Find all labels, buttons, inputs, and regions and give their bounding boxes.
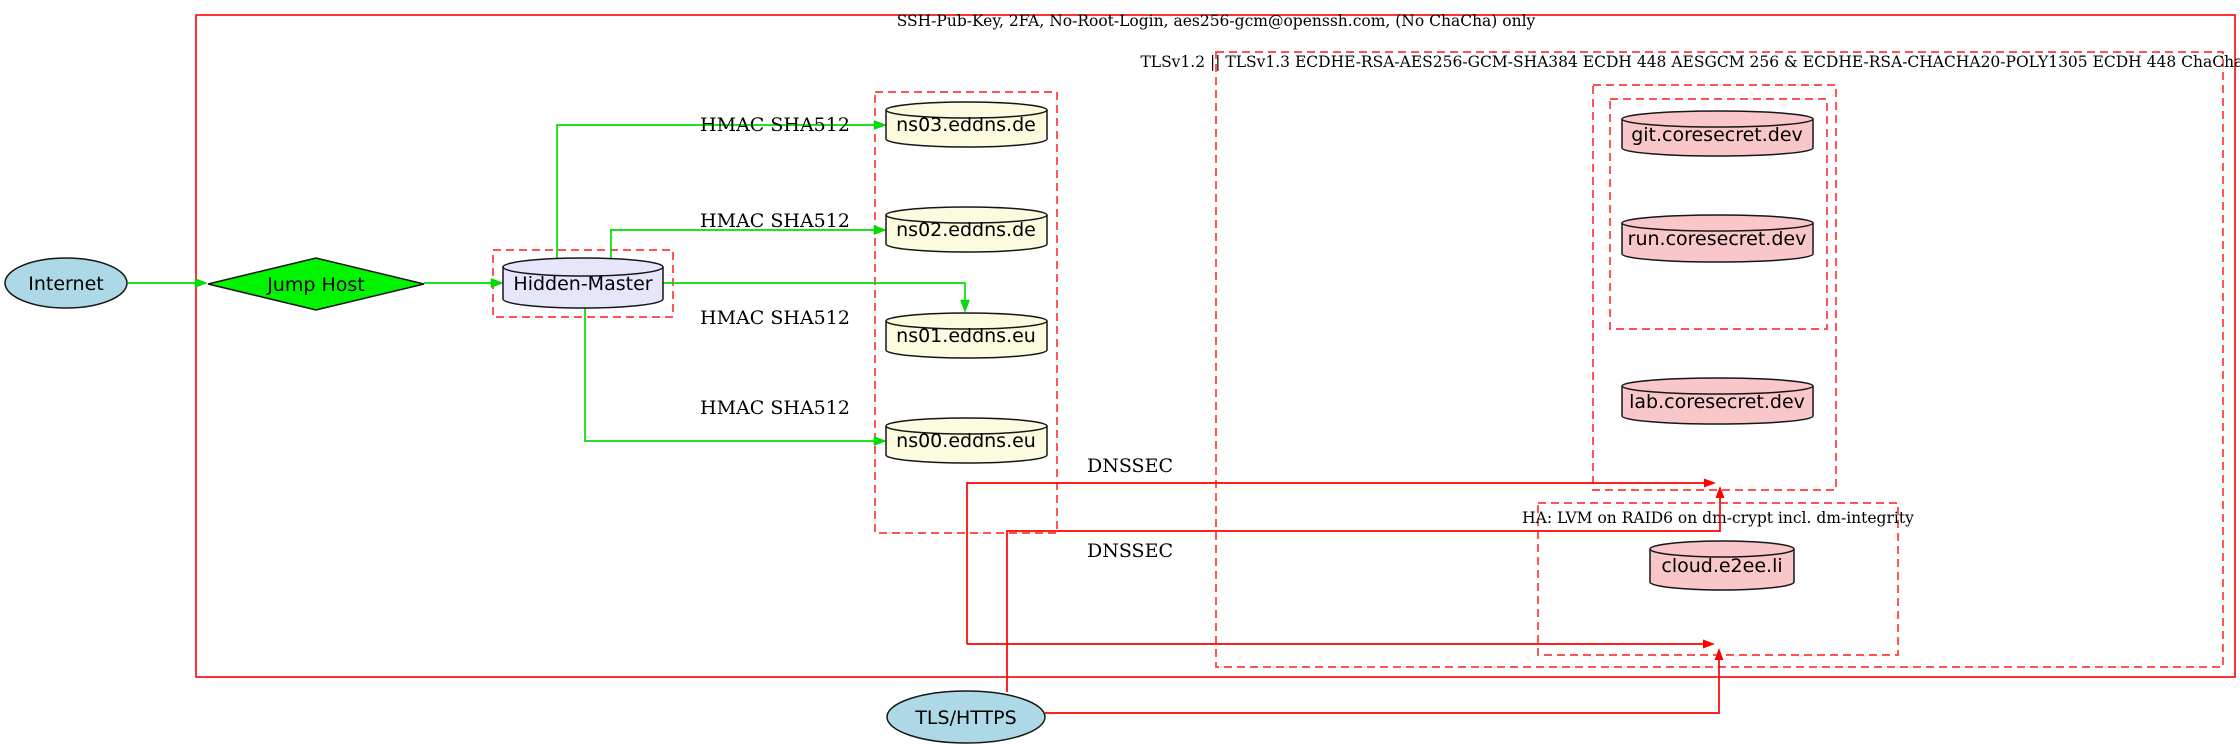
- node-internet-label: Internet: [28, 273, 103, 295]
- arrowhead-right-icon: [873, 120, 887, 130]
- arrowhead-right-icon: [194, 278, 208, 288]
- node-git-label: git.coresecret.dev: [1631, 124, 1803, 146]
- arrowhead-down-icon: [960, 299, 970, 313]
- node-hidden-master: Hidden-Master: [502, 257, 664, 309]
- node-tls-https-label: TLS/HTTPS: [914, 707, 1016, 729]
- node-jump-host-label: Jump Host: [266, 274, 365, 296]
- arrowhead-right-icon: [873, 225, 887, 235]
- node-ns00: ns00.eddns.eu: [885, 417, 1048, 464]
- arrowhead-right-icon: [490, 278, 504, 288]
- node-ns03: ns03.eddns.de: [885, 101, 1048, 148]
- cluster-ha-zone-label: HA: LVM on RAID6 on dm-crypt incl. dm-in…: [1522, 509, 1914, 527]
- edge-label-hmac-ns00: HMAC SHA512: [700, 397, 850, 419]
- edge-label-hmac-ns02: HMAC SHA512: [700, 210, 850, 232]
- edge-label-dnssec-1: DNSSEC: [1087, 455, 1173, 477]
- cluster-tls-zone-label: TLSv1.2 || TLSv1.3 ECDHE-RSA-AES256-GCM-…: [1140, 53, 2240, 71]
- edge-label-hmac-ns01: HMAC SHA512: [700, 307, 850, 329]
- arrowhead-right-icon: [1703, 639, 1715, 649]
- node-git-coresecret: git.coresecret.dev: [1621, 110, 1814, 157]
- node-ns03-label: ns03.eddns.de: [896, 114, 1036, 136]
- cluster-ssh-perimeter-box: [195, 14, 2236, 678]
- edge-hiddenmaster-ns00: [584, 308, 874, 442]
- edge-hiddenmaster-ns03: [556, 124, 874, 259]
- node-run-label: run.coresecret.dev: [1628, 228, 1807, 250]
- node-jump-host: Jump Host: [207, 257, 425, 311]
- node-lab-coresecret: lab.coresecret.dev: [1621, 377, 1814, 425]
- arrowhead-up-icon: [1714, 648, 1724, 660]
- cluster-ssh-perimeter-label: SSH-Pub-Key, 2FA, No-Root-Login, aes256-…: [897, 12, 1536, 30]
- node-ns01: ns01.eddns.eu: [885, 312, 1048, 359]
- node-internet: Internet: [4, 257, 128, 309]
- arrowhead-right-icon: [1704, 478, 1716, 488]
- node-hidden-master-label: Hidden-Master: [513, 273, 652, 295]
- node-lab-label: lab.coresecret.dev: [1629, 391, 1805, 413]
- node-ns01-label: ns01.eddns.eu: [896, 325, 1036, 347]
- arrowhead-up-icon: [1715, 486, 1725, 498]
- edge-label-hmac-ns03: HMAC SHA512: [700, 114, 850, 136]
- cluster-coresecret-inner-box: [1609, 98, 1828, 330]
- edge-label-dnssec-2: DNSSEC: [1087, 540, 1173, 562]
- node-run-coresecret: run.coresecret.dev: [1621, 214, 1814, 263]
- node-ns02-label: ns02.eddns.de: [896, 219, 1036, 241]
- edge-dnssec-coresecret: [966, 482, 1704, 644]
- cluster-coresecret-outer-box: [1592, 84, 1837, 491]
- edge-tlshttps-coresecret: [1006, 498, 1721, 692]
- node-cloud-label: cloud.e2ee.li: [1661, 555, 1782, 577]
- edge-hiddenmaster-ns01: [663, 282, 966, 300]
- cluster-eddns-box: [874, 91, 1058, 534]
- edge-tlshttps-ha: [1045, 660, 1720, 714]
- arrowhead-right-icon: [873, 436, 887, 446]
- node-cloud-e2ee: cloud.e2ee.li: [1649, 540, 1795, 591]
- node-ns00-label: ns00.eddns.eu: [896, 430, 1036, 452]
- edge-hiddenmaster-ns02: [610, 229, 874, 259]
- node-ns02: ns02.eddns.de: [885, 206, 1048, 253]
- node-tls-https: TLS/HTTPS: [886, 690, 1046, 744]
